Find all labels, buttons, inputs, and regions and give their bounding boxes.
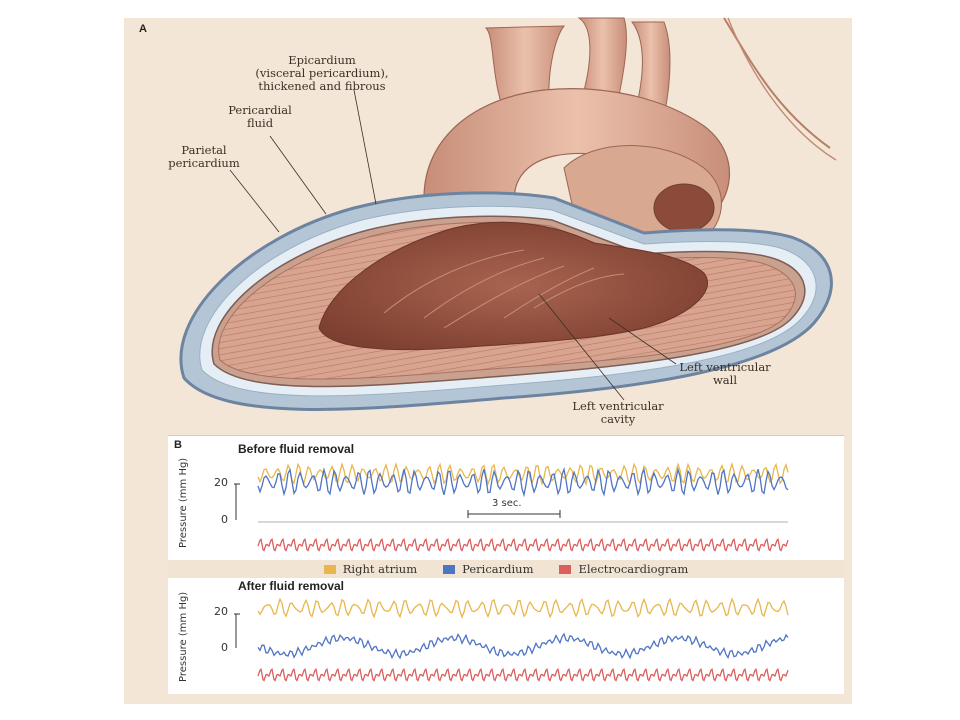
heart-illustration — [179, 17, 837, 411]
right-atrium-trace-before — [257, 461, 789, 487]
panel-b-letter: B — [174, 439, 182, 451]
label-epicardium: Epicardium (visceral pericardium), thick… — [255, 53, 389, 93]
after-title: After fluid removal — [238, 579, 345, 593]
time-scale: 3 sec. — [492, 498, 522, 509]
ecg-trace-before — [257, 538, 789, 552]
tick-0-before: 0 — [221, 513, 228, 526]
legend-swatch-right-atrium — [323, 564, 336, 574]
legend-swatch-pericardium — [443, 564, 456, 574]
legend-label: Electrocardiogram — [578, 562, 689, 576]
label-pericardial-fluid: Pericardial fluid — [228, 103, 292, 130]
legend-label: Right atrium — [342, 562, 418, 576]
before-tracings — [234, 461, 789, 552]
right-atrium-trace-after — [257, 597, 789, 619]
pericardium-trace-before — [257, 466, 789, 498]
legend-item-right-atrium: Right atrium — [323, 562, 418, 576]
legend: Right atrium Pericardium Electrocardiogr… — [168, 560, 844, 578]
pressure-tracings-panel: B Before fluid removal Pressure (mm Hg) … — [168, 435, 844, 694]
ecg-trace-after — [257, 668, 789, 682]
legend-label: Pericardium — [462, 562, 534, 576]
label-parietal-pericardium: Parietal pericardium — [168, 143, 240, 170]
legend-swatch-electrocardiogram — [559, 564, 572, 574]
after-tracings — [234, 597, 789, 682]
tick-20-after: 20 — [214, 605, 228, 618]
figure-panel: A — [124, 17, 852, 704]
pericardium-trace-after — [257, 632, 789, 660]
label-lv-cavity: Left ventricular cavity — [572, 399, 664, 426]
before-title: Before fluid removal — [238, 442, 355, 456]
tick-0-after: 0 — [221, 641, 228, 654]
legend-item-electrocardiogram: Electrocardiogram — [559, 562, 688, 576]
panel-a-letter: A — [139, 23, 147, 35]
legend-item-pericardium: Pericardium — [443, 562, 533, 576]
tick-20-before: 20 — [214, 476, 228, 489]
label-lv-wall: Left ventricular wall — [679, 360, 771, 387]
